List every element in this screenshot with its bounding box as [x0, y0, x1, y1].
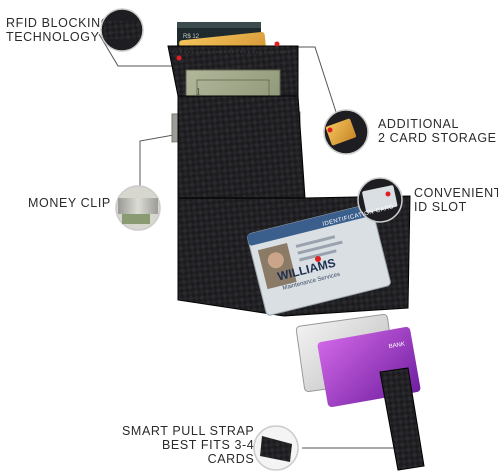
pull-strap-callout-circle [253, 425, 299, 471]
purple-card-bank: BANK [388, 341, 405, 350]
id-slot-label-line-2: ID SLOT [414, 200, 467, 214]
bottom-cards: BANK [295, 313, 421, 408]
money-clip-label: MONEY CLIP [28, 196, 111, 210]
id-slot-label: CONVENIENT ID SLOT [414, 186, 498, 214]
rfid-callout-circle [100, 8, 144, 52]
additional-storage-label-line-1: ADDITIONAL [378, 117, 460, 131]
rfid-label: RFID BLOCKING TECHNOLOGY [6, 16, 111, 44]
pull-strap-label-line-3: CARDS [207, 452, 255, 466]
pull-strap-label: SMART PULL STRAP BEST FITS 3-4 CARDS [122, 424, 254, 466]
id-slot-callout-circle [357, 177, 403, 223]
rfid-label-line-2: TECHNOLOGY [6, 30, 100, 44]
storage-pin [274, 41, 280, 47]
svg-text:1: 1 [196, 87, 201, 98]
pull-strap-label-line-2: BEST FITS 3-4 [162, 438, 255, 452]
additional-storage-callout-circle [323, 109, 369, 155]
pull-strap-label-line-1: SMART PULL STRAP [122, 424, 255, 438]
svg-text:R$ 12: R$ 12 [183, 34, 200, 40]
additional-storage-label: ADDITIONAL 2 CARD STORAGE [378, 117, 497, 145]
id-slot-pin [315, 256, 321, 262]
id-slot-label-line-1: CONVENIENT [414, 186, 498, 200]
money-clip-callout-circle [115, 185, 161, 231]
money-clip-label-line-1: MONEY CLIP [28, 196, 111, 210]
rfid-label-line-1: RFID BLOCKING [6, 16, 112, 30]
pull-strap [379, 367, 425, 471]
additional-storage-label-line-2: 2 CARD STORAGE [378, 131, 497, 145]
leader-rfid [98, 33, 174, 67]
rfid-pin [176, 55, 182, 61]
